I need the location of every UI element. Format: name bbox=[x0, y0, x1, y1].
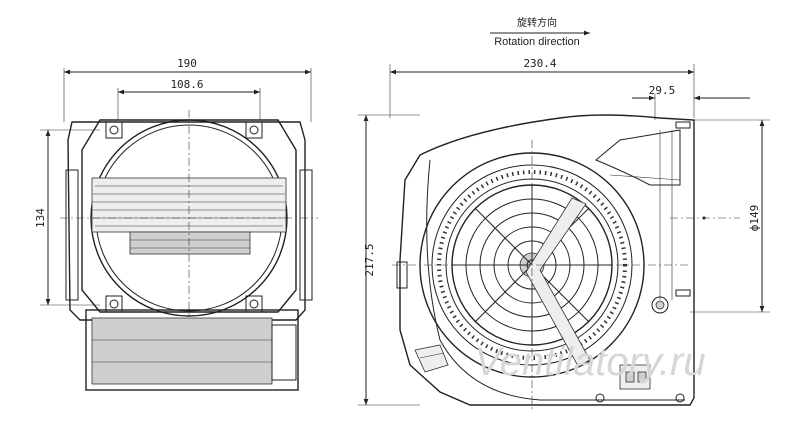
side-left-tab bbox=[396, 261, 408, 289]
mount-hole-top-left bbox=[105, 121, 123, 139]
front-flange bbox=[81, 119, 297, 313]
mount-hole-bottom-left bbox=[105, 295, 123, 313]
front-housing bbox=[67, 121, 306, 321]
front-width-dimension: 190 bbox=[63, 57, 312, 122]
front-view: 190 108.6 134 bbox=[34, 57, 318, 391]
mount-hole-top-right bbox=[245, 121, 263, 139]
side-height-dimension: 217.5 bbox=[358, 114, 420, 406]
side-diameter-value: ф149 bbox=[748, 205, 761, 232]
watermark: Ventilatory.ru bbox=[474, 340, 705, 384]
front-height-value: 134 bbox=[34, 208, 47, 228]
rotation-direction-label: 旋转方向 Rotation direction bbox=[490, 16, 590, 48]
rotation-label-en: Rotation direction bbox=[494, 36, 580, 48]
side-inner-scroll bbox=[426, 159, 685, 401]
side-bottom-holes bbox=[595, 393, 685, 403]
side-outlet-duct bbox=[595, 121, 691, 300]
front-left-side-panel bbox=[65, 169, 79, 301]
front-opening-value: 108.6 bbox=[170, 78, 203, 91]
front-right-side-panel bbox=[299, 169, 313, 301]
side-diameter-dimension: ф149 bbox=[670, 119, 770, 313]
side-offset-value: 29.5 bbox=[649, 84, 676, 97]
side-offset-dimension: 29.5 bbox=[632, 84, 750, 120]
side-height-value: 217.5 bbox=[363, 243, 376, 276]
front-opening-dimension: 108.6 bbox=[117, 78, 261, 120]
front-width-value: 190 bbox=[177, 57, 197, 70]
side-width-value: 230.4 bbox=[523, 57, 556, 70]
side-view: 230.4 29.5 217.5 ф149 bbox=[358, 57, 770, 410]
side-support-bracket bbox=[525, 197, 591, 367]
side-connector bbox=[619, 364, 651, 390]
side-terminal-block bbox=[414, 344, 449, 373]
side-mount-hole bbox=[651, 296, 669, 314]
mount-hole-bottom-right bbox=[245, 295, 263, 313]
front-height-dimension: 134 bbox=[34, 129, 100, 306]
front-motor bbox=[85, 309, 299, 391]
front-mounting-holes bbox=[105, 121, 263, 313]
side-width-dimension: 230.4 bbox=[389, 57, 695, 118]
rotation-label-cn: 旋转方向 bbox=[517, 16, 557, 29]
side-scroll-housing bbox=[399, 114, 695, 406]
